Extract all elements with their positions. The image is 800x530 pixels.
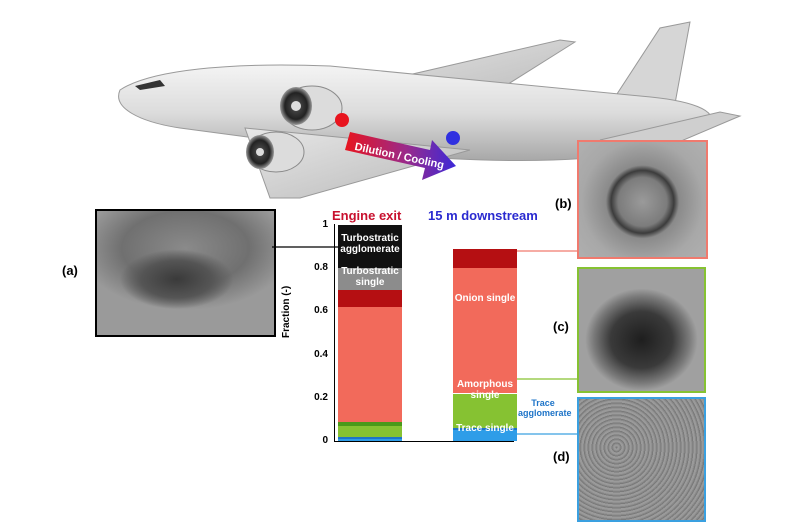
x-axis-line [334, 441, 514, 442]
micrograph-b [577, 140, 708, 259]
bar-segment-trace-single [338, 438, 402, 441]
downstream-title: 15 m downstream [428, 208, 538, 223]
panel-label-a: (a) [62, 263, 78, 278]
y-axis-line [334, 224, 335, 442]
panel-label-b: (b) [555, 196, 572, 211]
y-tick: 0.4 [314, 349, 328, 360]
dilution-arrow [345, 132, 456, 180]
downstream-point [446, 131, 460, 145]
panel-label-d: (d) [553, 449, 570, 464]
bar-segment-trace-agglomerate [338, 436, 402, 439]
micrograph-a [95, 209, 276, 337]
y-axis-label: Fraction (-) [281, 285, 292, 338]
bar-segment-onion-agglomerate [338, 289, 402, 308]
y-tick: 0 [322, 435, 328, 446]
bar-segment-amorphous-single [338, 425, 402, 437]
engine-exit-title: Engine exit [332, 208, 402, 223]
label-trace-single: Trace single [456, 423, 514, 434]
y-tick: 0.6 [314, 305, 328, 316]
engine-exit-point [335, 113, 349, 127]
engine-upper [280, 85, 343, 131]
bar-segment-turbostratic-single [338, 268, 402, 290]
bar-segment-trace-agglomerate [453, 428, 517, 431]
bar-engine-exit [338, 225, 402, 441]
bar-15m-downstream [453, 225, 517, 441]
label-onion-single: Onion single [454, 293, 516, 304]
y-tick: 0.2 [314, 392, 328, 403]
y-tick: 0.8 [314, 262, 328, 273]
bar-segment-onion-single [453, 268, 517, 394]
bar-segment-amorphous-agglomerate [338, 421, 402, 426]
bar-segment-onion-agglomerate [453, 248, 517, 269]
bar-segment-onion-single [338, 307, 402, 422]
panel-label-c: (c) [553, 319, 569, 334]
bar-segment-turbostratic-agglomerate [338, 225, 402, 269]
engine-lower [246, 131, 305, 173]
bar-segment-trace-single [453, 430, 517, 441]
y-tick: 1 [322, 219, 328, 230]
bar-segment-amorphous-single [453, 393, 517, 429]
micrograph-c [577, 267, 706, 393]
micrograph-d [577, 397, 706, 522]
cockpit-window [135, 80, 165, 90]
